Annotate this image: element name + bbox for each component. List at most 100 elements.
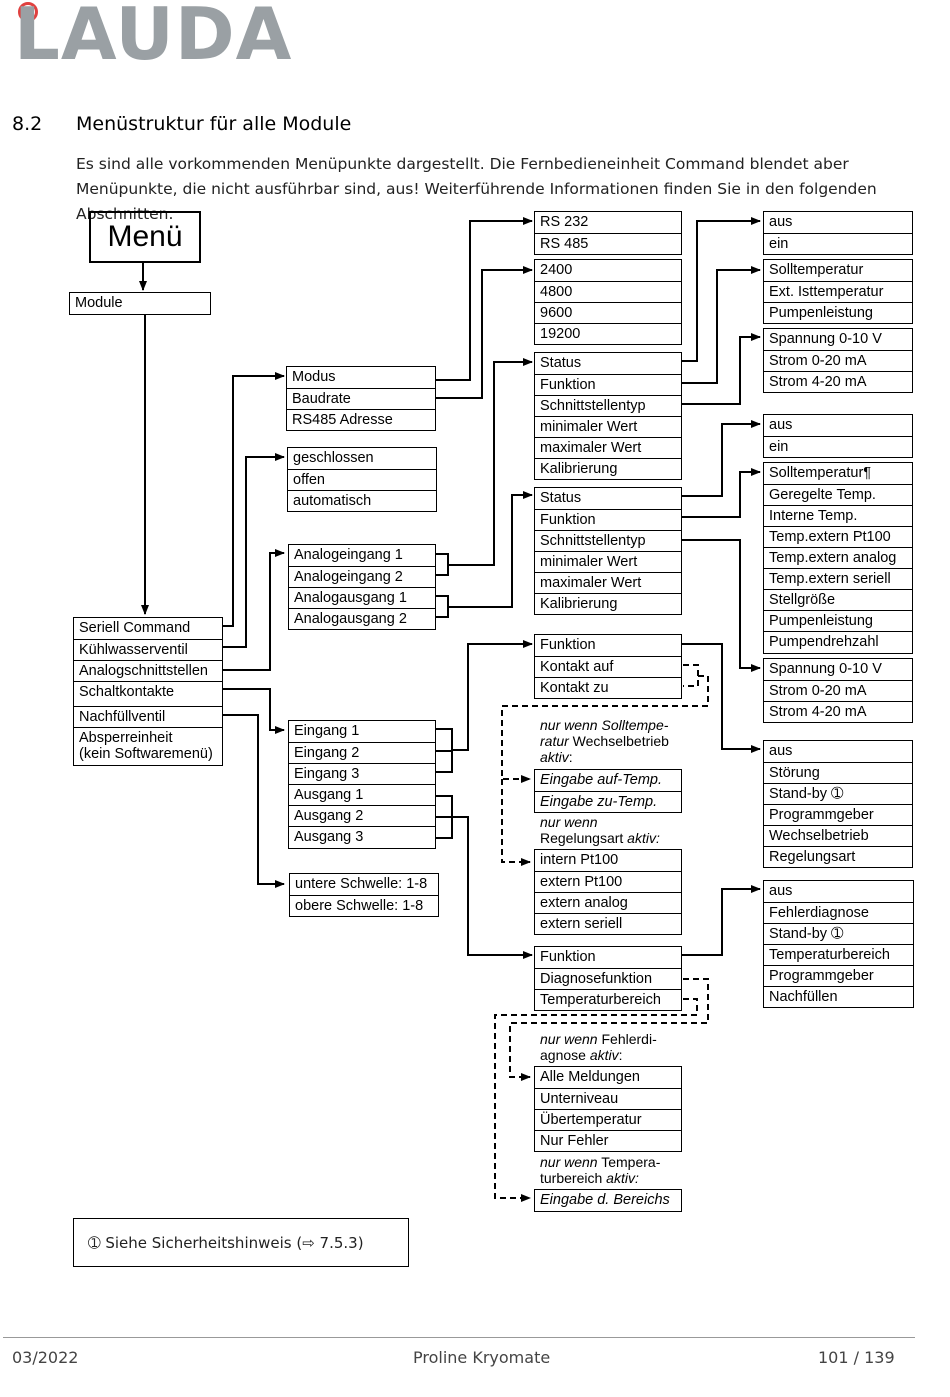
diagnose-box: Alle Meldungen Unterniveau Übertemperatu…	[534, 1066, 682, 1152]
onoff-item: ein	[764, 436, 912, 457]
rs-item: RS 232	[540, 214, 589, 230]
aoutfunc-item: Pumpendrehzahl	[764, 631, 912, 652]
diag-item: Übertemperatur	[535, 1109, 681, 1130]
aoutfunc-item: Temp.extern Pt100	[764, 526, 912, 547]
main-item: Seriell Command	[79, 620, 191, 636]
main-item: Schaltkontakte	[74, 681, 222, 702]
regel-item: intern Pt100	[540, 852, 619, 868]
legend-note: ➀ Siehe Sicherheitshinweis (⇨ 7.5.3)	[73, 1218, 409, 1267]
intro-text: Es sind alle vorkommenden Menüpunkte dar…	[76, 155, 877, 223]
note-normal: Regelungsart	[540, 830, 624, 846]
serial-function-box: Solltemperatur Ext. Isttemperatur Pumpen…	[763, 259, 913, 324]
contact-item: Ausgang 3	[289, 826, 435, 847]
aout-function-box: Solltemperatur¶ Geregelte Temp. Interne …	[763, 462, 913, 654]
analog-input-box: Status Funktion Schnittstellentyp minima…	[534, 352, 682, 480]
onoff1-box: aus ein	[763, 211, 913, 255]
footer-page-number: 101 / 139	[818, 1348, 895, 1367]
input-item: Kontakt zu	[535, 677, 681, 698]
note-tail: :	[568, 749, 573, 765]
serfunc-item: Solltemperatur	[769, 262, 864, 278]
outfunc-item: Fehlerdiagnose	[764, 902, 913, 923]
note-normal: Wechselbetrieb	[572, 733, 669, 749]
lauda-logo: LAUDA	[14, 0, 293, 76]
signal-item: Strom 0-20 mA	[764, 350, 912, 371]
footer-divider	[3, 1337, 915, 1338]
analog-item: Analogeingang 1	[294, 547, 403, 563]
contact-item: Eingang 3	[289, 763, 435, 784]
main-item: Absperreinheit (kein Softwaremenü)	[74, 727, 222, 762]
module-box: Module	[69, 292, 211, 315]
ain-item: minimaler Wert	[535, 416, 681, 437]
analog-box: Analogeingang 1 Analogeingang 2 Analogau…	[288, 544, 436, 630]
serial-item: Baudrate	[287, 388, 435, 409]
wechsel-box: Eingabe auf-Temp. Eingabe zu-Temp.	[534, 769, 682, 813]
outfunc-item: aus	[769, 883, 793, 899]
ain-item: maximaler Wert	[535, 437, 681, 458]
serial-item: Modus	[292, 369, 336, 385]
aout-item: Schnittstellentyp	[535, 530, 681, 551]
section-number: 8.2	[12, 113, 43, 135]
signal-item: Strom 0-20 mA	[764, 680, 912, 701]
note-italic: nur wenn	[540, 1031, 598, 1047]
outfunc-item: Nachfüllen	[764, 986, 913, 1007]
aout-item: maximaler Wert	[535, 572, 681, 593]
note-italic: aktiv:	[627, 830, 660, 846]
infunc-item: Störung	[764, 762, 912, 783]
bereich-item: Eingabe d. Bereichs	[540, 1192, 670, 1208]
baud-item: 4800	[535, 281, 681, 302]
ain-item: Funktion	[535, 374, 681, 395]
diag-item: Unterniveau	[535, 1088, 681, 1109]
infunc-item: Programmgeber	[764, 804, 912, 825]
logo-ring	[18, 2, 38, 22]
contact-item: Ausgang 2	[289, 805, 435, 826]
analog-item: Analogausgang 2	[289, 608, 435, 629]
note-normal: Tempera- turbereich	[540, 1154, 661, 1186]
signal-item: Strom 4-20 mA	[764, 371, 912, 392]
note-normal: Fehlerdi- agnose	[540, 1031, 657, 1063]
diag-item: Alle Meldungen	[540, 1069, 640, 1085]
valve-item: offen	[288, 469, 436, 490]
serfunc-item: Ext. Isttemperatur	[764, 281, 912, 302]
outfunc-item: Stand-by ➀	[764, 923, 913, 944]
note-fehlerdiagnose: nur wenn Fehlerdi- agnose aktiv:	[540, 1031, 690, 1063]
signal1-box: Spannung 0-10 V Strom 0-20 mA Strom 4-20…	[763, 328, 913, 393]
note-italic: nur wenn	[540, 1154, 598, 1170]
infunc-item: Wechselbetrieb	[764, 825, 912, 846]
module-label: Module	[75, 295, 123, 311]
section-title: Menüstruktur für alle Module	[76, 113, 352, 135]
note-regelungsart: nur wenn Regelungsart aktiv:	[540, 814, 690, 846]
note-wechselbetrieb: nur wenn Solltempe- ratur Wechselbetrieb…	[540, 717, 690, 765]
wechsel-item: Eingabe zu-Temp.	[535, 791, 681, 812]
threshold-item: obere Schwelle: 1-8	[290, 895, 438, 916]
contact-item: Eingang 2	[289, 742, 435, 763]
note-tail: :	[618, 1047, 623, 1063]
valve-item: geschlossen	[293, 450, 374, 466]
aoutfunc-item: Temp.extern seriell	[764, 568, 912, 589]
note-italic: aktiv	[589, 1047, 619, 1063]
footer-date: 03/2022	[12, 1348, 79, 1367]
main-item: Analogschnittstellen	[74, 660, 222, 681]
aoutfunc-item: Geregelte Temp.	[764, 484, 912, 505]
contact-item: Eingang 1	[294, 723, 360, 739]
signal-item: Spannung 0-10 V	[769, 331, 882, 347]
baud-item: 19200	[535, 323, 681, 344]
aout-item: Kalibrierung	[535, 593, 681, 614]
aoutfunc-item: Interne Temp.	[764, 505, 912, 526]
aout-item: Funktion	[535, 509, 681, 530]
input-item: Funktion	[540, 637, 596, 653]
onoff-item: aus	[769, 417, 793, 433]
note-italic: aktiv	[540, 749, 569, 765]
main-menu-box: Seriell Command Kühlwasserventil Analogs…	[73, 617, 223, 766]
section-heading: 8.2 Menüstruktur für alle Module	[12, 113, 351, 135]
wechsel-item: Eingabe auf-Temp.	[540, 772, 662, 788]
note-italic: nur wenn Solltempe- ratur	[540, 717, 669, 749]
signal-item: Spannung 0-10 V	[769, 661, 882, 677]
aout-item: Status	[540, 490, 582, 506]
main-item: Nachfüllventil	[74, 706, 222, 727]
onoff-item: ein	[764, 233, 912, 254]
diag-item: Nur Fehler	[535, 1130, 681, 1151]
aoutfunc-item: Temp.extern analog	[764, 547, 912, 568]
onoff2-box: aus ein	[763, 414, 913, 458]
note-italic: aktiv:	[606, 1170, 639, 1186]
serial-box: Modus Baudrate RS485 Adresse	[286, 366, 436, 431]
